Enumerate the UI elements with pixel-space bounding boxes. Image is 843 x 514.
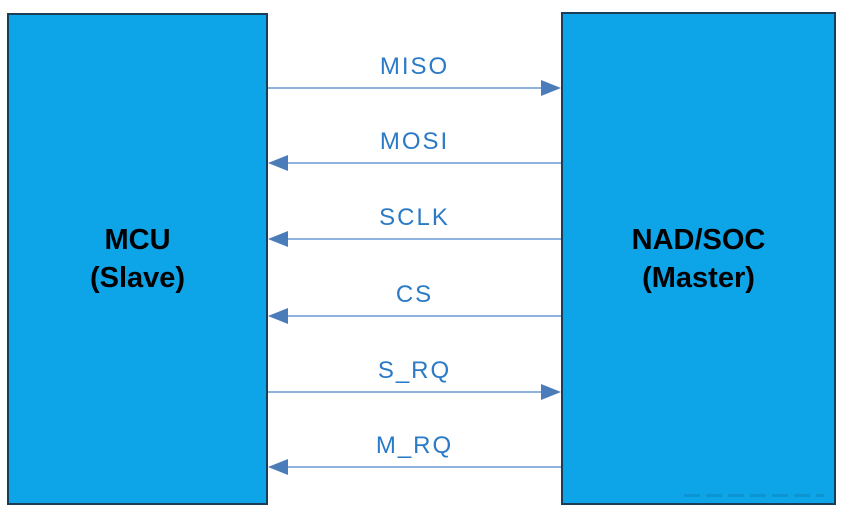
right-box-title: NAD/SOC	[631, 223, 766, 256]
arrowhead-icon	[541, 80, 561, 96]
arrow-line	[285, 162, 561, 164]
left-box-subtitle: (Slave)	[89, 262, 186, 294]
signal-arrow-right	[268, 79, 561, 97]
watermark	[684, 494, 824, 497]
signal-arrow-left	[268, 307, 561, 325]
signal-arrow-left	[268, 154, 561, 172]
arrowhead-icon	[268, 155, 288, 171]
nad-soc-master-box: NAD/SOC (Master)	[561, 12, 836, 505]
arrowhead-icon	[541, 384, 561, 400]
signal-arrow-left	[268, 230, 561, 248]
arrow-line	[285, 238, 561, 240]
signal-label: M_RQ	[375, 432, 454, 459]
signal-label: CS	[395, 281, 434, 308]
left-box-title: MCU	[104, 224, 171, 256]
arrowhead-icon	[268, 308, 288, 324]
signal-label: SCLK	[379, 204, 450, 231]
arrow-line	[268, 87, 544, 89]
arrow-line	[285, 466, 561, 468]
arrow-line	[285, 315, 561, 317]
signal-label: S_RQ	[377, 357, 452, 384]
signal-arrow-right	[268, 383, 561, 401]
mcu-slave-box: MCU (Slave)	[7, 13, 268, 505]
arrowhead-icon	[268, 459, 288, 475]
signal-label: MISO	[379, 53, 450, 80]
signal-arrow-left	[268, 458, 561, 476]
right-box-subtitle: (Master)	[642, 261, 755, 294]
arrow-line	[268, 391, 544, 393]
arrowhead-icon	[268, 231, 288, 247]
signal-label: MOSI	[379, 128, 450, 155]
